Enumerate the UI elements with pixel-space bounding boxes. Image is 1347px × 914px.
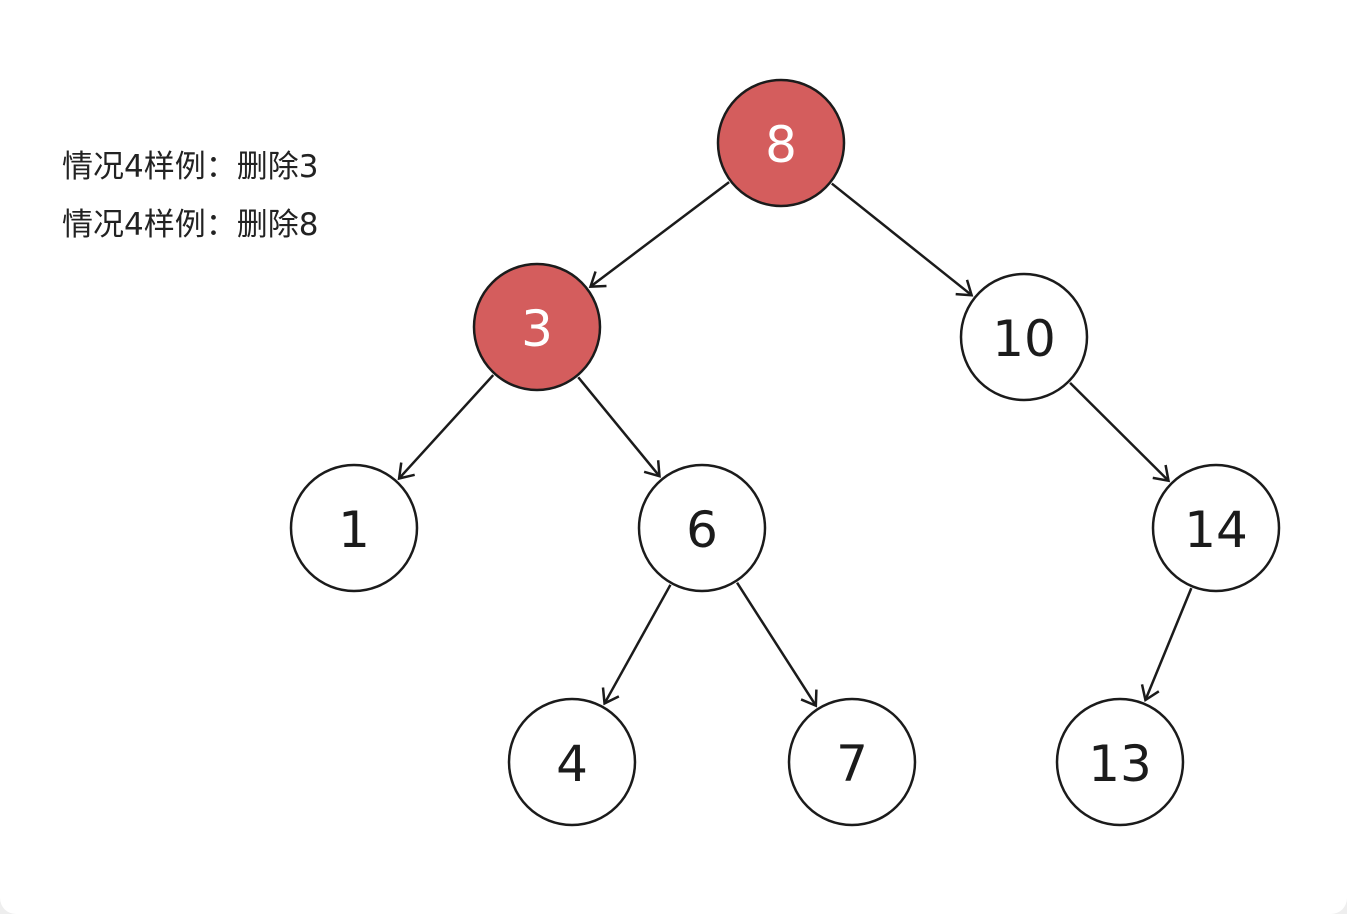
node-circle (637, 463, 767, 593)
node-circle (959, 272, 1089, 402)
caption-line-delete-8: 情况4样例：删除8 (62, 207, 319, 243)
arrow-head-icon (588, 271, 607, 288)
arrow-head-icon (397, 462, 415, 481)
arrow-head-icon (955, 279, 974, 297)
caption-line-delete-3: 情况4样例：删除3 (62, 149, 319, 185)
edge-line (831, 182, 973, 297)
arrow-head-icon (643, 460, 661, 478)
tree-node-7: 7 (787, 697, 917, 827)
tree-node-8: 8 (716, 78, 846, 208)
node-label: 4 (556, 735, 588, 793)
node-label: 1 (338, 501, 370, 559)
node-label: 6 (686, 501, 718, 559)
edge-n6-n7 (736, 582, 818, 708)
edge-line (736, 582, 817, 707)
edge-line (1144, 587, 1193, 701)
arrow-head-icon (1140, 684, 1160, 703)
node-label: 13 (1088, 735, 1152, 793)
node-circle (472, 262, 602, 392)
edge-n6-n4 (601, 584, 672, 706)
tree-node-1: 1 (289, 463, 419, 593)
node-label: 10 (992, 310, 1056, 368)
tree-nodes: 8 3 10 1 6 14 4 7 13 (289, 78, 1281, 827)
node-circle (289, 463, 419, 593)
node-circle (716, 78, 846, 208)
tree-node-14: 14 (1151, 463, 1281, 593)
edge-line (603, 584, 672, 705)
node-circle (787, 697, 917, 827)
caption: 情况4样例：删除3 情况4样例：删除8 (62, 138, 318, 254)
node-circle (1055, 697, 1185, 827)
node-label: 7 (836, 735, 868, 793)
tree-node-13: 13 (1055, 697, 1185, 827)
node-label: 8 (765, 116, 797, 174)
tree-node-10: 10 (959, 272, 1089, 402)
edge-n8-n10 (831, 182, 974, 297)
node-circle (1151, 463, 1281, 593)
edge-n3-n1 (397, 374, 495, 481)
edge-line (398, 374, 495, 480)
tree-node-6: 6 (637, 463, 767, 593)
edge-line (589, 181, 730, 288)
arrow-head-icon (800, 689, 818, 708)
node-label: 3 (521, 300, 553, 358)
tree-node-3: 3 (472, 262, 602, 392)
edge-line (577, 376, 661, 478)
edge-n14-n13 (1140, 587, 1193, 703)
arrow-head-icon (1152, 464, 1171, 483)
node-circle (507, 697, 637, 827)
tree-node-4: 4 (507, 697, 637, 827)
tree-edges (397, 181, 1193, 708)
edge-n8-n3 (588, 181, 730, 288)
edge-n3-n6 (577, 376, 661, 478)
arrow-head-icon (601, 687, 620, 706)
node-label: 14 (1184, 501, 1248, 559)
edge-n10-n14 (1069, 381, 1171, 483)
edge-line (1069, 381, 1170, 482)
